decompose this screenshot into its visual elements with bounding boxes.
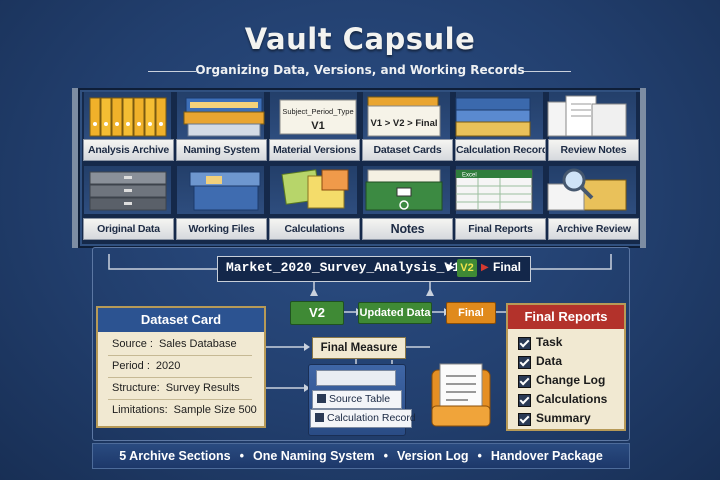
- arrow-right-icon: ▶: [481, 262, 489, 273]
- row-label: Structure:: [112, 382, 160, 394]
- dataset-card-row: Structure: Survey Results: [112, 382, 240, 394]
- footer-item: Handover Package: [490, 449, 603, 463]
- name-final-label: Final: [493, 260, 522, 274]
- open-folders-icon: [189, 171, 261, 211]
- name-version-tag: V2: [457, 259, 477, 277]
- shelf-bottom-label: Archive Review: [548, 218, 639, 240]
- final-reports-title: Final Reports: [508, 305, 624, 329]
- shelf-post-left: [72, 88, 78, 248]
- shelf-top-label: Review Notes: [548, 139, 639, 161]
- file-name-box: [217, 256, 531, 282]
- dataset-card-row: Period : 2020: [112, 360, 180, 372]
- spreadsheet-icon: [455, 169, 533, 211]
- final-report-item: Change Log: [536, 373, 606, 387]
- sticky-notes-icon: [281, 169, 349, 209]
- row-divider: [108, 355, 252, 356]
- subtitle-rule-left: [148, 71, 196, 72]
- row-divider: [108, 399, 252, 400]
- binders-icon: [89, 97, 167, 137]
- checkbox-icon: [518, 413, 531, 426]
- drawer-item-calculation: Calculation Record: [310, 409, 416, 428]
- workflow-panel: [92, 247, 630, 441]
- naming-card-line1: Subject_Period_Type: [282, 107, 353, 116]
- shelf-items-art: Subject_Period_Type V1 V1 > V2 > Final: [89, 95, 627, 211]
- version-cards-icon: [367, 96, 441, 137]
- row-value: Sales Database: [158, 338, 237, 350]
- versions-card-text: V1 > V2 > Final: [370, 118, 437, 129]
- shelf-bottom-label: Calculations: [269, 218, 360, 240]
- final-report-item: Task: [536, 335, 563, 349]
- file-name: Market_2020_Survey_Analysis_V1: [226, 260, 461, 275]
- page-title: Vault Capsule: [244, 22, 476, 56]
- shelf-post-right: [640, 88, 646, 248]
- shelf-bottom-label: Final Reports: [455, 218, 546, 240]
- drawer-item-source: Source Table: [312, 390, 402, 409]
- updated-data-tag: Updated Data: [358, 302, 432, 324]
- shelf-bottom-label: Notes: [362, 218, 453, 240]
- checkbox-icon: [317, 394, 326, 403]
- row-value: 2020: [155, 360, 181, 372]
- dataset-card-row: Limitations: Sample Size 500: [112, 404, 257, 416]
- arrow-right-icon: ▶: [447, 262, 455, 273]
- row-label: Source :: [112, 338, 153, 350]
- checkbox-icon: [315, 413, 324, 422]
- document-stack-icon: [547, 95, 627, 137]
- dataset-card-title: Dataset Card: [98, 308, 264, 332]
- footer-separator: •: [477, 449, 482, 463]
- file-folders-icon: [455, 97, 531, 137]
- card-drawer-icon: [365, 169, 443, 211]
- final-report-item: Summary: [536, 411, 591, 425]
- spreadsheet-title: Excel: [462, 173, 477, 179]
- checkbox-icon: [518, 337, 531, 350]
- row-divider: [108, 377, 252, 378]
- report-folder-icon: [431, 363, 491, 427]
- shelf-top-label: Calculation Records: [455, 139, 546, 161]
- row-value: Sample Size 500: [173, 404, 257, 416]
- shelf-bottom-label: Original Data: [83, 218, 174, 240]
- server-drawers-icon: [89, 171, 167, 211]
- naming-card-line2: V1: [311, 120, 324, 132]
- drawer-item-label: Calculation Record: [327, 412, 416, 424]
- final-report-item: Calculations: [536, 392, 608, 406]
- row-label: Period :: [112, 360, 150, 372]
- shelf-top-label: Analysis Archive: [83, 139, 174, 161]
- final-measure-label: Final Measure: [312, 337, 406, 359]
- footer-separator: •: [239, 449, 244, 463]
- subtitle-rule-right: [523, 71, 571, 72]
- page-subtitle: Organizing Data, Versions, and Working R…: [195, 63, 525, 77]
- drawer-item-label: Source Table: [329, 393, 391, 405]
- final-tag: Final: [446, 302, 496, 324]
- shelf-top-label: Naming System: [176, 139, 267, 161]
- drawer-card-top: [316, 370, 396, 386]
- footer-item: Version Log: [396, 449, 469, 463]
- row-label: Limitations:: [112, 404, 168, 416]
- checkbox-icon: [518, 356, 531, 369]
- shelf-bottom-label: Working Files: [176, 218, 267, 240]
- footer-separator: •: [383, 449, 388, 463]
- checkbox-icon: [518, 375, 531, 388]
- naming-card-icon: [279, 99, 357, 135]
- shelf-top-label: Dataset Cards: [362, 139, 453, 161]
- checkbox-icon: [518, 394, 531, 407]
- shelf-top-label: Material Versions: [269, 139, 360, 161]
- footer-bar: 5 Archive Sections • One Naming System • Ver…: [92, 443, 630, 469]
- dataset-card-row: Source : Sales Database: [112, 338, 237, 350]
- folder-stack-icon: [183, 97, 265, 137]
- row-value: Survey Results: [165, 382, 240, 394]
- footer-item: One Naming System: [253, 449, 375, 463]
- footer-item: 5 Archive Sections: [119, 449, 231, 463]
- magnifier-folders-icon: [547, 168, 627, 211]
- final-report-item: Data: [536, 354, 563, 368]
- version-v2-tag: V2: [290, 301, 344, 325]
